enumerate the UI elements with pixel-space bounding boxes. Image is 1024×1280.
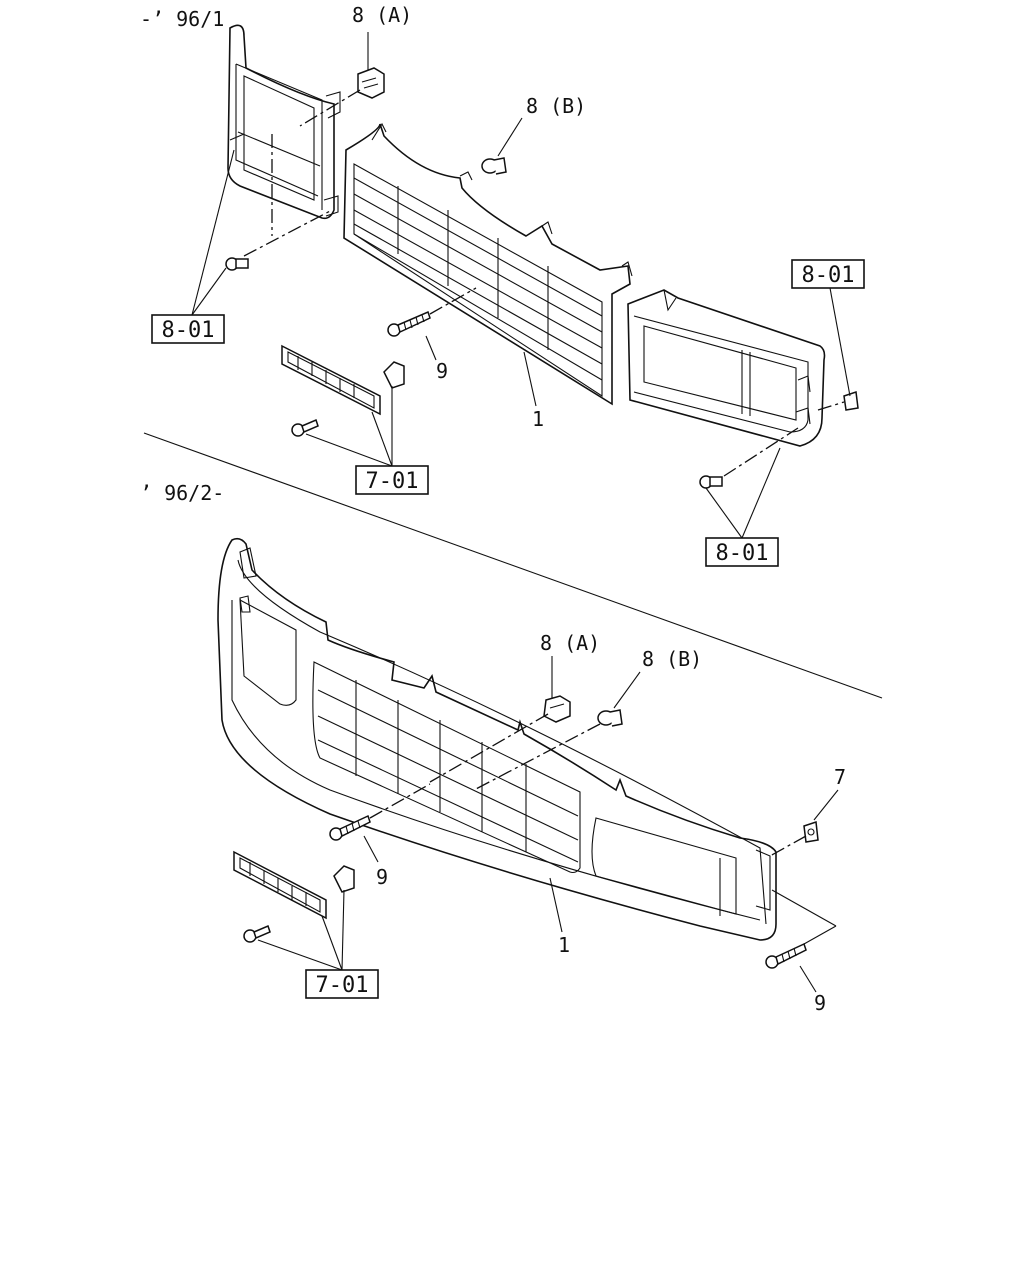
grommet-8b-top	[481, 157, 507, 175]
ref-box-top-right-label: 8-01	[802, 263, 855, 288]
ref-box-top-left[interactable]: 8-01	[151, 314, 225, 344]
nut-7-bottom	[803, 820, 819, 843]
label-9-top: 9	[436, 359, 448, 383]
label-8a-top: 8 (A)	[352, 3, 412, 27]
label-8a-bottom: 8 (A)	[540, 631, 600, 655]
label-7-bottom: 7	[834, 765, 846, 789]
label-8b-bottom: 8 (B)	[642, 647, 702, 671]
label-8b-top: 8 (B)	[526, 94, 586, 118]
clip-right-top	[843, 390, 859, 411]
grille-bottom	[217, 537, 777, 941]
ref-box-emblem-top[interactable]: 7-01	[355, 465, 429, 495]
label-1-top: 1	[532, 407, 544, 431]
ref-box-emblem-bottom[interactable]: 7-01	[305, 969, 379, 999]
screw-9-bottom-right	[765, 942, 807, 969]
label-1-bottom: 1	[558, 933, 570, 957]
ref-box-top-right-bottom[interactable]: 8-01	[705, 537, 779, 567]
ref-box-top-left-label: 8-01	[162, 318, 215, 343]
ref-box-emblem-top-label: 7-01	[366, 469, 419, 494]
screw-9-top	[387, 310, 431, 337]
emblem-bottom	[233, 850, 327, 920]
clip-8a-top	[357, 67, 385, 99]
emblem-clip-bottom	[333, 865, 355, 893]
grille-top	[343, 122, 633, 406]
label-9-bottom-left: 9	[376, 865, 388, 889]
emblem-screw-top	[291, 418, 319, 437]
top-section-date-label: -’ 96/1	[140, 7, 224, 31]
screw-top-right	[699, 475, 723, 489]
grommet-8b-bottom	[597, 709, 623, 727]
bottom-section-date-label: ’ 96/2-	[140, 481, 224, 505]
emblem-screw-bottom	[243, 924, 271, 943]
screw-top-left	[225, 257, 249, 271]
right-headlamp-bezel	[627, 289, 826, 447]
screw-9-bottom-left	[329, 814, 371, 841]
ref-box-emblem-bottom-label: 7-01	[316, 973, 369, 998]
left-headlamp-bezel	[227, 24, 341, 220]
ref-box-top-right[interactable]: 8-01	[791, 259, 865, 289]
clip-8a-bottom	[543, 695, 571, 723]
emblem-clip-top	[383, 361, 405, 389]
ref-box-top-right-bottom-label: 8-01	[716, 541, 769, 566]
emblem-top	[281, 344, 381, 416]
label-9-bottom-right: 9	[814, 991, 826, 1015]
section-divider-line	[143, 432, 883, 699]
